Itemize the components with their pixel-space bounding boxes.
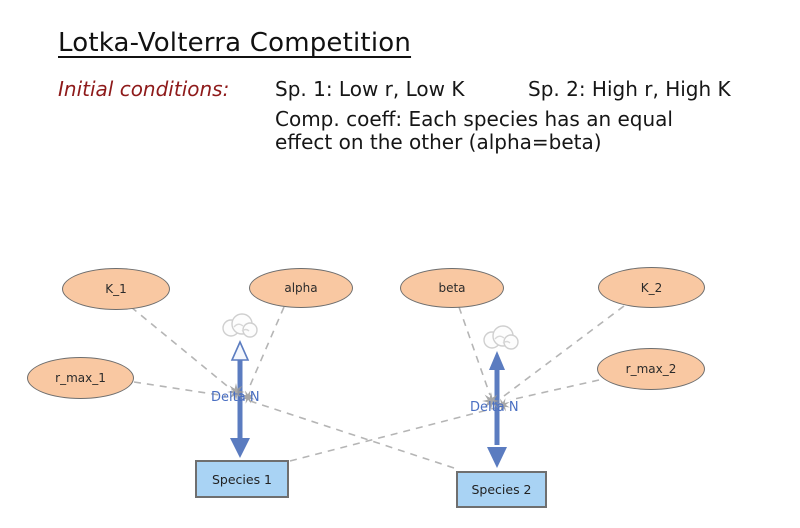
flow1-up-arrowhead-icon — [230, 340, 250, 361]
converter-k2-label: K_2 — [640, 280, 663, 295]
flow1-pipe[interactable] — [230, 340, 250, 458]
flow2-down-arrowhead-icon — [487, 447, 507, 468]
stock-species1[interactable]: Species 1 — [195, 460, 289, 498]
comp-coeff-text-line1: Comp. coeff: Each species has an equal — [275, 107, 673, 131]
stock-species2[interactable]: Species 2 — [456, 471, 547, 508]
comp-coeff-text-line2: effect on the other (alpha=beta) — [275, 130, 602, 154]
flow2-valve-star-icon[interactable] — [482, 392, 500, 410]
converter-rmax1-label: r_max_1 — [55, 371, 106, 385]
connector-species2-to-flow1[interactable] — [246, 399, 455, 469]
flow2-label[interactable]: Delta N — [470, 400, 519, 415]
converter-beta[interactable]: beta — [400, 268, 504, 308]
converter-k1[interactable]: K_1 — [62, 268, 170, 310]
converter-rmax1[interactable]: r_max_1 — [27, 357, 134, 399]
flow1-valve-star2-icon — [241, 390, 255, 404]
species2-conditions-text: Sp. 2: High r, High K — [528, 77, 731, 101]
flow1-valve-star-icon[interactable] — [227, 383, 245, 401]
cloud1-icon — [222, 313, 258, 338]
connector-rmax2-to-flow2[interactable] — [509, 379, 600, 401]
cloud2-icon — [483, 325, 519, 350]
converter-alpha[interactable]: alpha — [249, 268, 353, 308]
connector-species1-to-flow2[interactable] — [289, 406, 500, 462]
connector-k2-to-flow2[interactable] — [503, 305, 625, 397]
connector-k1-to-flow1[interactable] — [130, 306, 233, 391]
converter-alpha-label: alpha — [284, 281, 318, 295]
connector-beta-to-flow2[interactable] — [458, 306, 491, 396]
species1-conditions-text: Sp. 1: Low r, Low K — [275, 77, 465, 101]
converter-k2[interactable]: K_2 — [598, 267, 705, 308]
flow2-pipe[interactable] — [487, 351, 507, 468]
page-title: Lotka-Volterra Competition — [58, 28, 412, 58]
converter-k1-label: K_1 — [105, 282, 127, 296]
connector-rmax1-to-flow1[interactable] — [133, 381, 227, 397]
initial-conditions-label: Initial conditions: — [58, 77, 230, 101]
flow2-up-arrowhead-icon — [489, 351, 505, 370]
flow1-label[interactable]: Delta N — [211, 390, 260, 405]
flow1-down-arrowhead-icon — [230, 438, 250, 458]
converter-rmax2-label: r_max_2 — [625, 362, 677, 376]
flow2-valve-star2-icon — [496, 398, 510, 412]
connector-alpha-to-flow1[interactable] — [248, 306, 285, 389]
stock-species2-label: Species 2 — [471, 482, 532, 497]
stock-species1-label: Species 1 — [211, 471, 273, 487]
converter-rmax2[interactable]: r_max_2 — [597, 348, 705, 390]
converter-beta-label: beta — [438, 281, 466, 295]
